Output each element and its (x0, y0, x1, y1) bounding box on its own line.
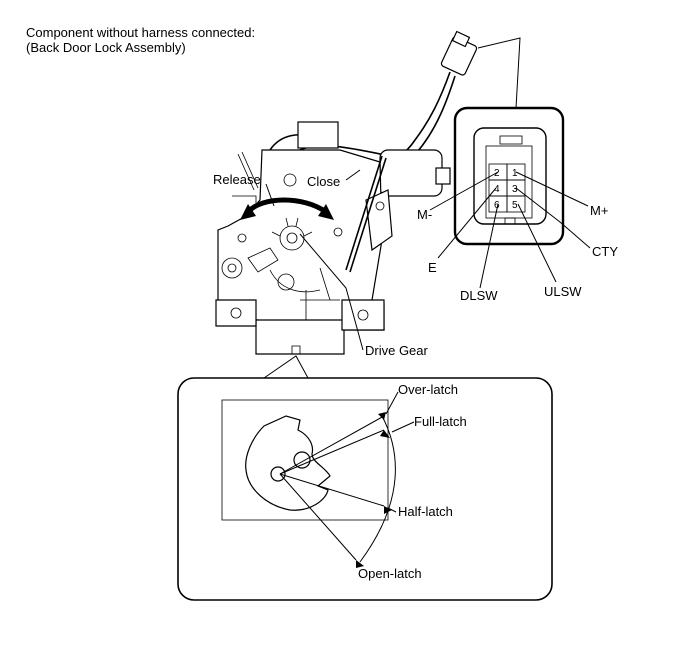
release-leader (265, 183, 275, 207)
close-label: Close (307, 174, 340, 189)
m-minus-leader (429, 171, 499, 211)
half-latch-label: Half-latch (398, 504, 453, 519)
pin-number-1: 1 (512, 168, 518, 179)
release-label: Release (213, 172, 261, 187)
close-leader (345, 169, 361, 181)
latch-detail-inset (177, 377, 553, 601)
drive-gear-label: Drive Gear (365, 343, 429, 358)
over-latch-label: Over-latch (398, 382, 458, 397)
terminal-ulsw: ULSW (544, 284, 582, 299)
lock-assembly-illustration (215, 30, 521, 355)
terminal-e: E (428, 260, 437, 275)
ulsw-leader (517, 203, 557, 283)
m-plus-leader (515, 171, 589, 207)
connector-face (453, 106, 565, 246)
pin-number-6: 6 (494, 200, 500, 211)
open-latch-label: Open-latch (358, 566, 422, 581)
header-subtitle: (Back Door Lock Assembly) (26, 40, 186, 55)
terminal-m-minus: M- (417, 207, 432, 222)
header-title: Component without harness connected: (26, 25, 255, 40)
pin-number-3: 3 (512, 184, 518, 195)
latch-position-rays (279, 412, 396, 568)
terminal-m-plus: M+ (590, 203, 608, 218)
e-leader (437, 187, 497, 259)
inset-pointer (263, 355, 309, 379)
pin-number-5: 5 (512, 200, 518, 211)
pin-number-2: 2 (494, 168, 500, 179)
terminal-dlsw: DLSW (460, 288, 498, 303)
harness-plug (440, 30, 478, 76)
half-latch-leader (387, 507, 397, 513)
drive-gear-leader (299, 233, 364, 351)
terminal-cty: CTY (592, 244, 618, 259)
cty-leader (515, 187, 591, 249)
over-latch-leader (385, 391, 399, 415)
full-latch-label: Full-latch (414, 414, 467, 429)
full-latch-leader (391, 421, 415, 433)
pin-number-4: 4 (494, 184, 500, 195)
dlsw-leader (479, 203, 499, 289)
